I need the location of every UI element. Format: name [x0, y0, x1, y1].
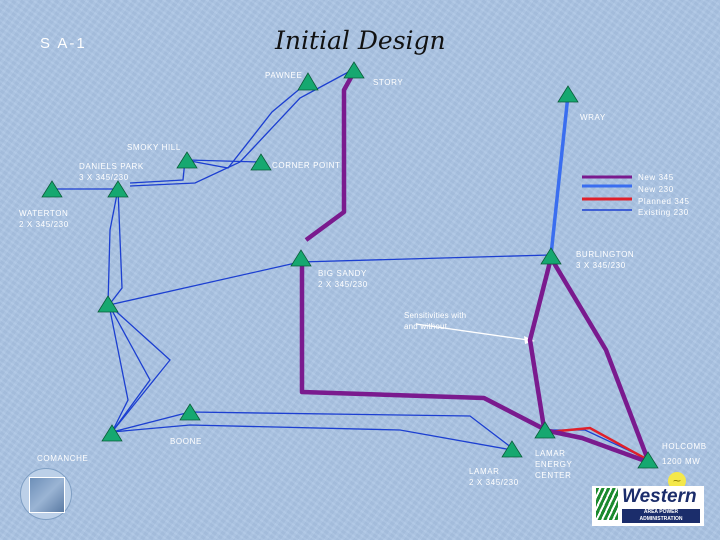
western-area-power-logo: Western AREA POWER ADMINISTRATION [592, 486, 704, 526]
existing-230-lines [52, 68, 646, 459]
label-pawnee: PAWNEE [265, 71, 303, 80]
line-node-comanche-a [108, 304, 171, 433]
label-comanche: COMANCHE [37, 454, 89, 463]
line-pawnee-daniels [129, 81, 309, 184]
label-big-sandy-capacity: 2 X 345/230 [318, 280, 368, 289]
line-burlington-holcomb [549, 256, 651, 461]
label-big-sandy: BIG SANDY 2 X 345/230 [318, 268, 368, 290]
legend-label-existing-230: Existing 230 [638, 208, 689, 217]
substation-waterton-icon [41, 180, 63, 198]
label-waterton-capacity: 2 X 345/230 [19, 220, 69, 229]
label-lamar-energy-line1: LAMAR [535, 449, 566, 458]
substation-boone-icon [179, 403, 201, 421]
label-burlington: BURLINGTON 3 X 345/230 [576, 249, 634, 271]
label-sensitivities-line1: Sensitivities with [404, 311, 467, 320]
substation-comanche-icon [101, 424, 123, 442]
line-daniels-southwest [107, 188, 119, 306]
new-230-line-wray-burlington [549, 94, 570, 256]
legend-label-planned-345: Planned 345 [638, 197, 690, 206]
label-daniels-park: DANIELS PARK 3 X 345/230 [79, 161, 144, 183]
substation-pawnee-icon [297, 72, 319, 91]
label-daniels-park-name: DANIELS PARK [79, 162, 144, 171]
line-node-comanche-b [108, 304, 129, 433]
legend-label-new-345: New 345 [638, 173, 674, 182]
seal-emblem-icon [29, 477, 65, 513]
substation-corner-point-icon [250, 153, 272, 171]
label-boone: BOONE [170, 437, 202, 446]
line-burlington-lamar-energy [527, 257, 554, 429]
substation-smoky-hill-icon [176, 151, 198, 169]
line-boone-lamar [189, 411, 513, 449]
legend-label-new-230: New 230 [638, 185, 674, 194]
slide-id: S A-1 [40, 35, 87, 52]
label-lamar-energy-center: LAMAR ENERGY CENTER [535, 448, 572, 481]
label-waterton: WATERTON 2 X 345/230 [19, 208, 69, 230]
new-345-lines [299, 70, 651, 465]
label-burlington-name: BURLINGTON [576, 250, 635, 259]
label-wray: WRAY [580, 113, 606, 122]
western-band-line2: ADMINISTRATION [639, 516, 683, 522]
substation-story-icon [343, 61, 365, 79]
seal-logo [20, 468, 72, 520]
substation-big-sandy-icon [290, 249, 312, 267]
substation-wray-icon [557, 85, 579, 103]
page-title: Initial Design [275, 26, 446, 55]
sensitivities-arrow-line [415, 323, 529, 341]
label-big-sandy-name: BIG SANDY [318, 269, 367, 278]
label-lamar-name: LAMAR [469, 467, 500, 476]
label-holcomb: HOLCOMB [662, 442, 707, 451]
label-corner-point: CORNER POINT [272, 161, 341, 170]
label-lamar-capacity: 2 X 345/230 [469, 478, 519, 487]
line-story-bigsandy [304, 70, 356, 242]
western-band-line1: AREA POWER [643, 509, 679, 515]
line-node-comanche-c [108, 304, 151, 433]
label-holcomb-mw: 1200 MW [662, 457, 701, 466]
generator-icon: ~ [668, 472, 686, 490]
line-daniels-south [108, 188, 123, 306]
label-lamar: LAMAR 2 X 345/230 [469, 466, 519, 488]
label-story: STORY [373, 78, 404, 87]
substation-lamar-energy-icon [534, 421, 556, 439]
label-smoky-hill: SMOKY HILL [127, 143, 181, 152]
label-lamar-energy-line2: ENERGY [535, 460, 573, 469]
substation-burlington-icon [540, 247, 562, 265]
planned-345-line [547, 426, 649, 462]
line-smoky-cornerpoint [187, 159, 261, 163]
line-story-daniels [129, 68, 355, 187]
substation-holcomb-icon [637, 451, 659, 469]
label-lamar-energy-line3: CENTER [535, 471, 572, 480]
western-logo-name: Western [622, 486, 697, 507]
substation-node-west-icon [97, 295, 119, 313]
line-node-bigsandy [108, 261, 301, 306]
substations [41, 61, 659, 469]
line-bigsandy-lamar-energy [299, 258, 544, 430]
line-lamar-energy-holcomb [543, 427, 649, 465]
label-sensitivities: Sensitivities with and without [404, 310, 466, 332]
label-burlington-capacity: 3 X 345/230 [576, 261, 626, 270]
label-waterton-name: WATERTON [19, 209, 69, 218]
legend-lines [582, 175, 632, 211]
label-daniels-park-capacity: 3 X 345/230 [79, 173, 129, 182]
line-comanche-lamar [111, 424, 513, 451]
line-comanche-boone [111, 411, 191, 433]
line-bigsandy-burlington [299, 254, 551, 263]
substation-daniels-park-icon [107, 180, 129, 198]
label-sensitivities-line2: and without [404, 322, 448, 331]
western-logo-band: AREA POWER ADMINISTRATION [622, 509, 700, 523]
western-mark-icon [596, 488, 618, 520]
substation-lamar-icon [501, 440, 523, 458]
